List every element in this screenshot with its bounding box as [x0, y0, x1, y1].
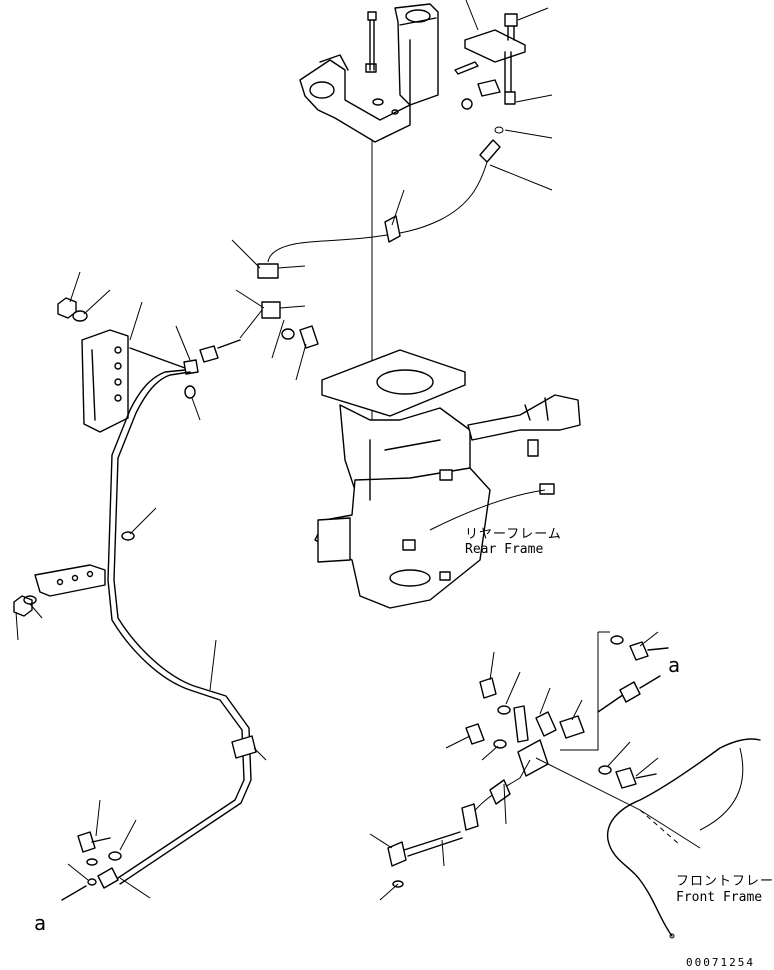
rear-frame-label-jp: リヤーフレーム: [465, 527, 562, 542]
top-bracket-assembly: [299, 3, 526, 143]
leader-lines-right: [369, 631, 659, 901]
front-frame: [606, 738, 761, 939]
rear-frame-label-en: Rear Frame: [465, 542, 543, 557]
wiring-harness-upper: [239, 139, 501, 339]
drawing-number: 00071254: [686, 956, 755, 969]
front-frame-label-jp: フロントフレーム: [676, 874, 774, 889]
front-frame-label-en: Front Frame: [676, 890, 762, 905]
connector-a-bottom: a: [34, 911, 46, 935]
right-lower-assembly: [387, 631, 701, 888]
left-rod-assembly: [13, 297, 319, 901]
rear-frame: [314, 349, 581, 609]
leader-lines: [15, 0, 553, 899]
connector-a-top: a: [668, 653, 680, 677]
